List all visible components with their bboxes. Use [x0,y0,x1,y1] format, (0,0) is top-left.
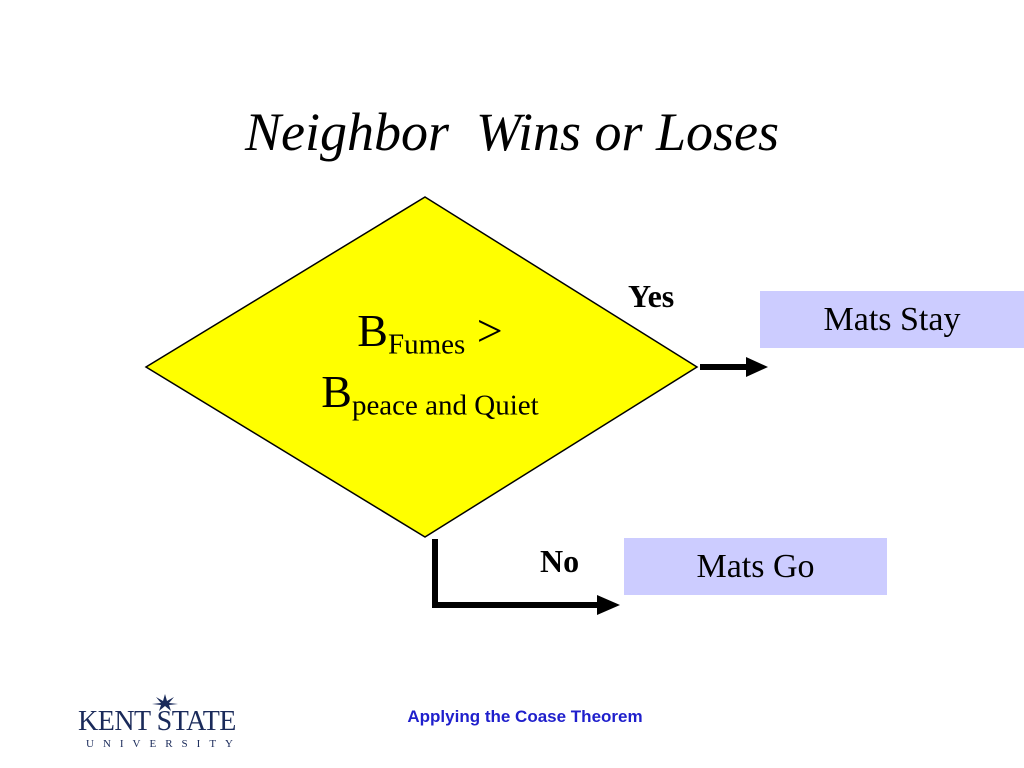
benefit-b1: B [357,305,388,356]
yes-label: Yes [628,278,675,314]
greater-than-operator: > [465,305,503,356]
benefit-b2: B [321,365,352,417]
no-label: No [540,543,580,579]
benefit-fumes-subscript: Fumes [387,328,466,361]
outcome-mats-stay: Mats Stay [760,291,1024,348]
slide-title: Neighbor Wins or Loses [244,102,780,162]
yes-arrowhead [746,357,768,377]
footer-title: Applying the Coase Theorem [407,707,643,726]
university-logo: KENT STATE UNIVERSITY [72,692,252,754]
no-arrowhead [597,595,620,615]
decision-condition: BFumes > Bpeace and Quiet [240,305,620,422]
benefit-quiet-subscript: peace and Quiet [351,388,539,421]
logo-wordmark: KENT STATE [78,706,236,737]
logo-subtext: UNIVERSITY [86,738,242,750]
condition-line-1: BFumes > [240,305,620,362]
condition-line-2: Bpeace and Quiet [240,366,620,423]
logo-flame-icon [152,694,178,711]
decision-diamond [144,196,699,538]
outcome-mats-go: Mats Go [624,538,887,595]
